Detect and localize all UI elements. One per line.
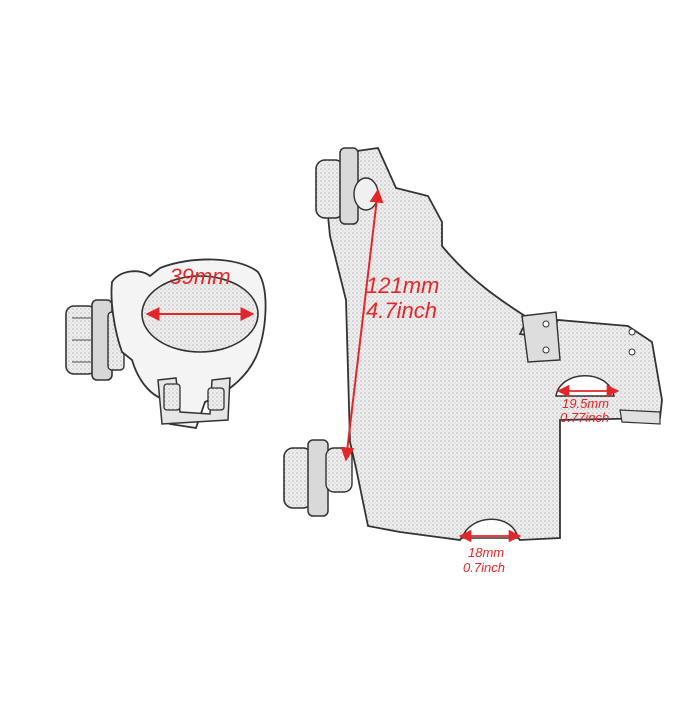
bracket-height-inch: 4.7inch [366,298,437,323]
bracket-bottom-stud [283,439,353,517]
bottom-notch-mm: 18mm [468,545,504,560]
flange-hole-3 [628,328,636,336]
clamp-pinch-nut [207,387,225,411]
fork-clamp: 39mm [65,258,267,430]
mounting-bracket: 121mm 4.7inch 19.5mm 0.77inch 18mm 0.7in… [283,147,663,575]
right-notch-mm: 19.5mm [562,396,609,411]
bracket-height-mm: 121mm [366,273,439,298]
bracket-arm-edge [619,409,661,425]
bracket-flange [521,311,561,363]
flange-hole-4 [628,348,636,356]
clamp-diameter-label: 39mm [169,264,230,289]
flange-hole-1 [542,320,550,328]
bracket-height-arrow [340,188,384,462]
right-notch-inch: 0.77inch [560,410,609,425]
bottom-notch-inch: 0.7inch [463,560,505,575]
clamp-pinch-bolt [163,383,181,411]
flange-hole-2 [542,346,550,354]
clamp-side-bolt [65,299,125,381]
